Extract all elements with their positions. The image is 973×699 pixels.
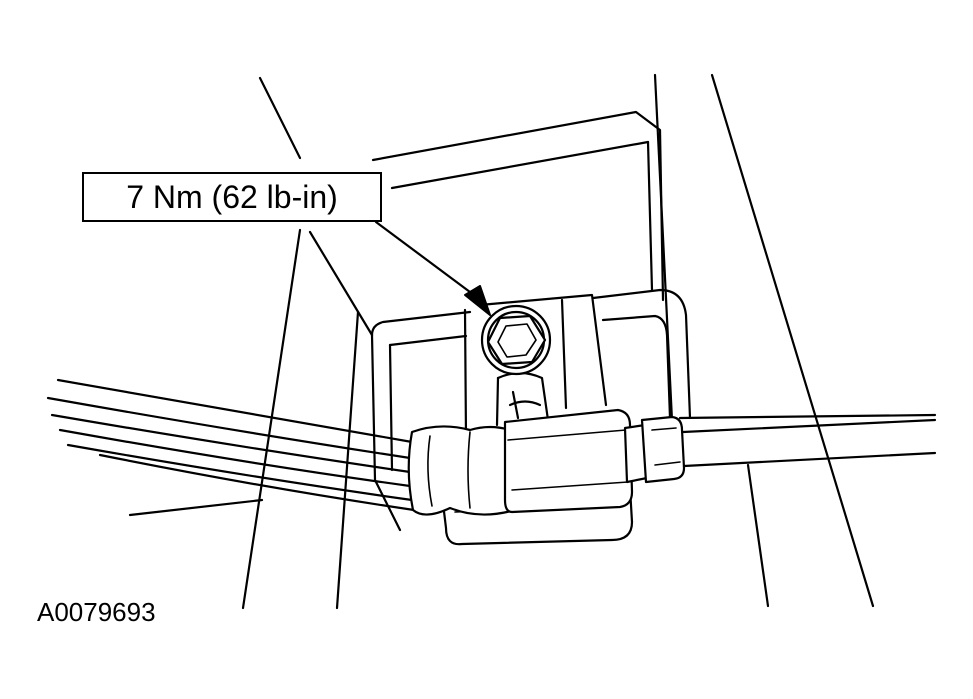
- line-bundle: [46, 378, 416, 512]
- tube-fitting: [623, 415, 937, 484]
- leader-arrow: [374, 220, 491, 316]
- figure-id: A0079693: [37, 597, 156, 627]
- frame-lines: [128, 73, 937, 610]
- bolt-icon: [480, 304, 552, 376]
- line-clip: [407, 408, 634, 546]
- torque-callout: 7 Nm (62 lb-in): [82, 172, 382, 222]
